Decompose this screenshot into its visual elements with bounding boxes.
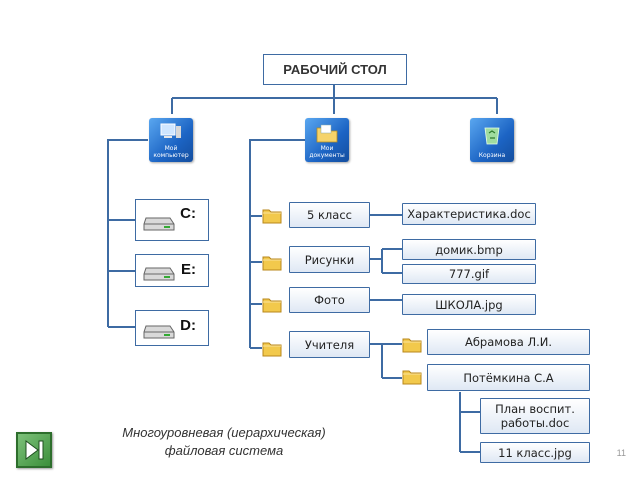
file-label: домик.bmp	[435, 242, 503, 257]
drive-letter: E:	[181, 261, 196, 278]
file-label: 11 класс.jpg	[498, 445, 572, 460]
folder-label: Рисунки	[304, 252, 355, 267]
folder-label: Фото	[314, 293, 345, 307]
folder-abramova[interactable]: Абрамова Л.И.	[427, 329, 590, 355]
file-label: 777.gif	[448, 267, 490, 281]
caption-line-2: файловая система	[164, 443, 284, 458]
drive-letter: D:	[180, 317, 196, 334]
diagram-caption: Многоуровневая (иерархическая) файловая …	[94, 424, 354, 460]
file-characteristic[interactable]: Характеристика.doc	[402, 203, 536, 225]
my-documents-label: Мои документы	[309, 145, 345, 159]
hard-drive-icon	[143, 267, 175, 281]
my-computer-icon[interactable]: Мой компьютер	[149, 118, 193, 162]
file-label: План воспит. работы.doc	[495, 402, 575, 430]
folder-potemkina[interactable]: Потёмкина С.А	[427, 364, 590, 391]
file-11-class-jpg[interactable]: 11 класс.jpg	[480, 442, 590, 463]
hard-drive-icon	[143, 217, 175, 231]
recycle-bin-label: Корзина	[478, 152, 506, 159]
my-documents-icon[interactable]: Мои документы	[305, 118, 349, 162]
folder-pictures[interactable]: Рисунки	[289, 246, 370, 273]
play-next-icon	[25, 440, 44, 460]
recycle-bin-icon[interactable]: Корзина	[470, 118, 514, 162]
next-slide-button[interactable]	[16, 432, 52, 468]
file-plan-doc[interactable]: План воспит. работы.doc	[480, 398, 590, 434]
folder-label: Абрамова Л.И.	[464, 335, 553, 349]
folder-photo[interactable]: Фото	[289, 287, 370, 313]
caption-line-1: Многоуровневая (иерархическая)	[122, 425, 326, 440]
folder-icon	[262, 209, 282, 224]
file-label: ШКОЛА.jpg	[435, 297, 503, 312]
folder-icon	[262, 256, 282, 271]
folder-icon	[402, 370, 422, 385]
folder-label: 5 класс	[307, 208, 352, 222]
folder-teachers[interactable]: Учителя	[289, 331, 370, 358]
my-computer-label: Мой компьютер	[153, 145, 189, 159]
drive-c[interactable]: C:	[135, 199, 209, 241]
file-house-bmp[interactable]: домик.bmp	[402, 239, 536, 260]
folder-icon	[262, 342, 282, 357]
page-number: 11	[616, 448, 626, 458]
documents-glyph-icon	[316, 124, 338, 143]
folder-icon	[402, 338, 422, 353]
folder-label: Потёмкина С.А	[463, 370, 554, 385]
file-777-gif[interactable]: 777.gif	[402, 264, 536, 284]
hard-drive-icon	[143, 325, 175, 339]
computer-glyph-icon	[160, 123, 181, 138]
file-school-jpg[interactable]: ШКОЛА.jpg	[402, 294, 536, 315]
bin-glyph-icon	[484, 127, 500, 145]
drive-e[interactable]: E:	[135, 254, 209, 287]
drive-letter: C:	[180, 205, 196, 222]
drive-d[interactable]: D:	[135, 310, 209, 346]
desktop-title-box: РАБОЧИЙ СТОЛ	[263, 54, 407, 85]
folder-icon	[262, 298, 282, 313]
desktop-title: РАБОЧИЙ СТОЛ	[283, 62, 387, 77]
folder-label: Учителя	[304, 337, 355, 352]
file-label: Характеристика.doc	[407, 207, 531, 221]
folder-5-class[interactable]: 5 класс	[289, 202, 370, 228]
